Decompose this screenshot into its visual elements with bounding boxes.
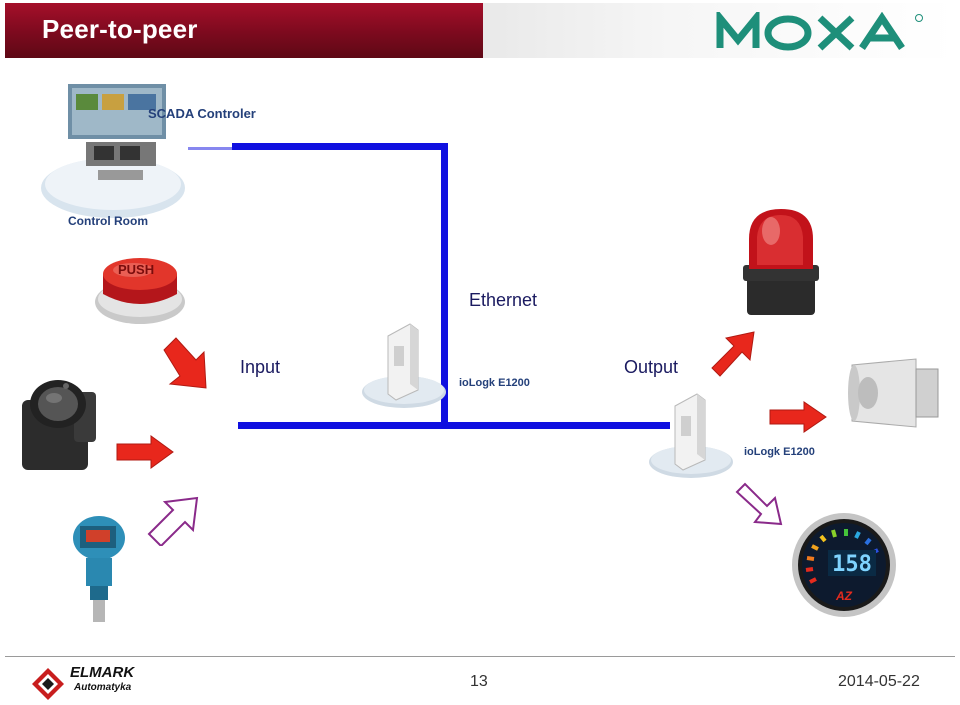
arrow-push-to-input [163, 337, 207, 389]
input-label: Input [240, 357, 281, 377]
control-room [38, 78, 248, 233]
page-title: Peer-to-peer [42, 14, 198, 44]
horn-speaker-icon [848, 358, 939, 428]
beacon-light-icon [743, 209, 819, 315]
title-bar [5, 3, 483, 58]
gauge-display-icon: 158 AZ [792, 513, 896, 617]
motion-sensor-icon [22, 380, 96, 470]
push-button-icon [95, 258, 185, 324]
arrow-output-to-horn [769, 401, 827, 433]
gauge-brand: AZ [835, 589, 853, 603]
elmark-logo: ELMARK Automatyka [28, 664, 168, 700]
push-button: PUSH [93, 252, 188, 327]
iologik-device-icon [362, 323, 446, 408]
push-button-text: PUSH [118, 262, 155, 277]
scada-label: SCADA Controler [148, 106, 256, 121]
iologik-device-icon [649, 393, 733, 478]
arrow-output-to-gauge [735, 482, 783, 526]
footer-company: ELMARK [70, 664, 135, 681]
ethernet-label: Ethernet [469, 290, 538, 310]
moxa-logo [716, 12, 923, 51]
elmark-logo-icon [32, 668, 64, 700]
control-room-label: Control Room [68, 214, 148, 228]
footer-divider [5, 656, 955, 657]
footer-date: 2014-05-22 [838, 673, 920, 690]
footer-company-sub: Automatyka [74, 682, 132, 693]
control-room-icon [41, 84, 185, 218]
pressure-transmitter-icon [73, 516, 125, 622]
device-right-label: ioLogk E1200 [744, 446, 815, 458]
arrow-output-to-beacon [711, 331, 755, 377]
page-number: 13 [470, 673, 488, 690]
device-left-label: ioLogk E1200 [459, 377, 530, 389]
arrow-sensor-to-input [116, 435, 174, 469]
arrow-transmitter-to-input [147, 496, 199, 546]
output-label: Output [624, 357, 679, 377]
gauge-reading: 158 [832, 552, 872, 577]
